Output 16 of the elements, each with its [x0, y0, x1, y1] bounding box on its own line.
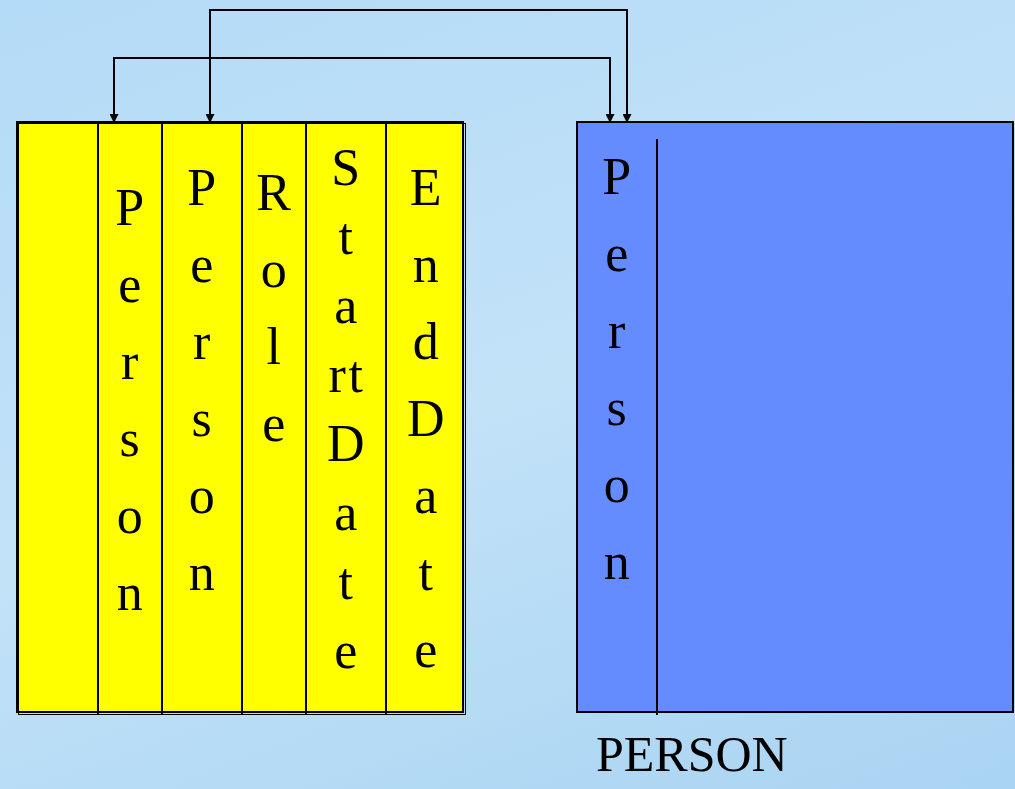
- table-title: PERSON: [596, 727, 788, 781]
- column-label: Person: [186, 158, 220, 603]
- connector-arrow: [205, 9, 632, 124]
- column-box: [18, 123, 98, 715]
- column-box: [386, 123, 466, 715]
- column-label: Role: [255, 163, 295, 454]
- column-box: [306, 123, 386, 715]
- column-box: [98, 123, 162, 715]
- column-label: Person: [114, 178, 148, 623]
- column-box: [242, 123, 306, 715]
- table-box: [16, 121, 464, 713]
- connector-arrow: [109, 57, 615, 124]
- column-label: EndDate: [406, 158, 448, 680]
- column-label: StartDate: [326, 138, 368, 681]
- column-label: Person: [601, 147, 635, 592]
- column-box: [162, 123, 242, 715]
